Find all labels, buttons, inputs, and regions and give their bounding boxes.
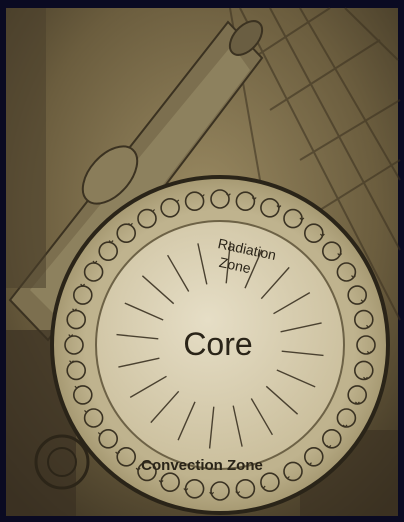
core-label: Core <box>183 326 252 362</box>
sun-layers-diagram: Core Radiation Zone Convection Zone <box>52 177 388 513</box>
convection-zone-label: Convection Zone <box>141 457 263 474</box>
